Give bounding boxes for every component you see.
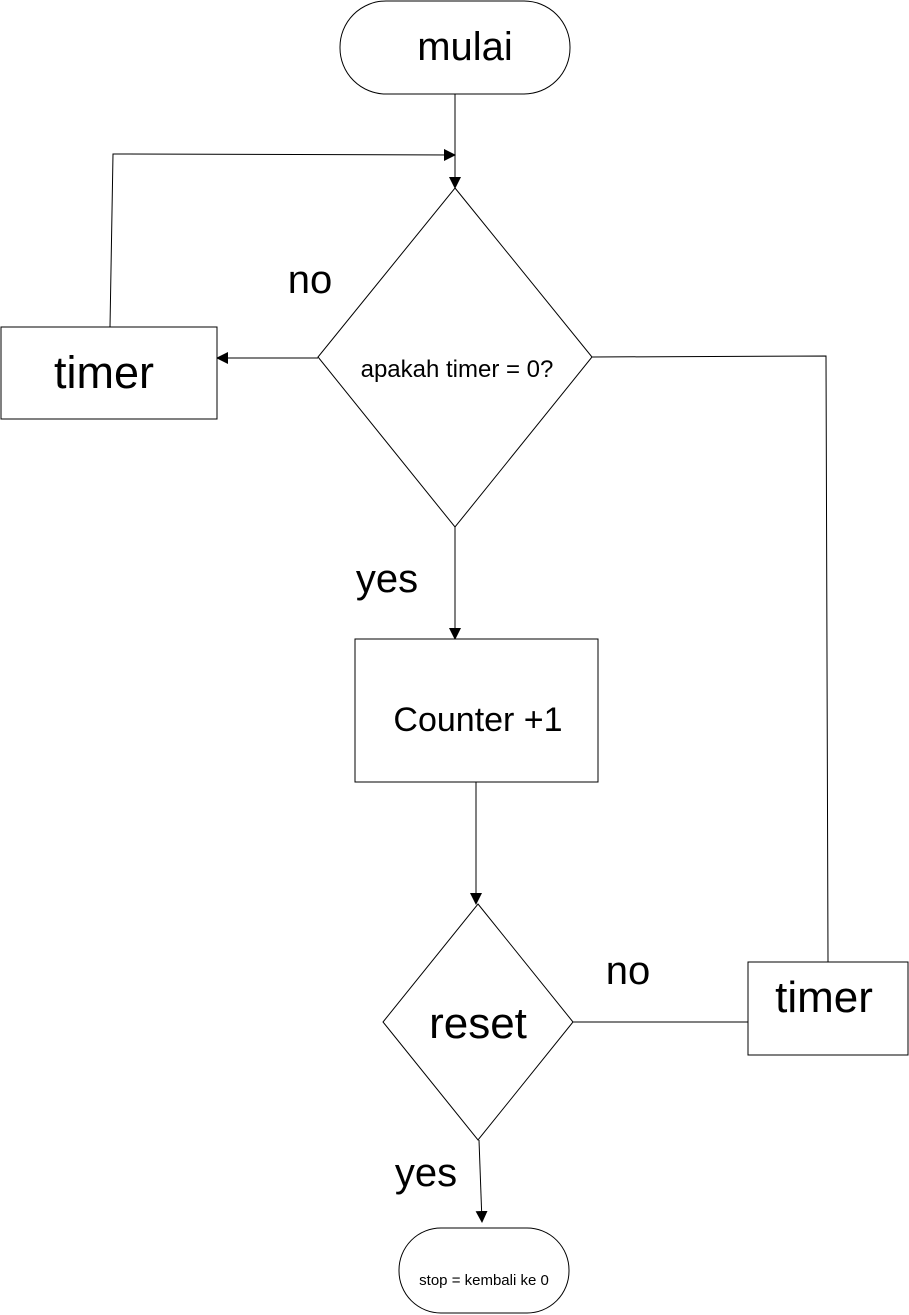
node-decision-timer: apakah timer = 0?: [317, 187, 593, 528]
decision-timer-diamond: [317, 187, 593, 528]
edge-timer-right-loop-back: [591, 355, 829, 963]
edge-label-no-top: no: [288, 258, 333, 302]
edge-decision-reset-to-stop: [475, 1139, 488, 1223]
timer-left-label: timer: [54, 347, 154, 398]
edge-label-yes-top: yes: [356, 557, 418, 601]
timer-left-box: [0, 326, 218, 420]
node-start: mulai: [339, 0, 571, 95]
edges: [109, 94, 829, 1223]
decision-timer-label: apakah timer = 0?: [361, 356, 554, 383]
edge-labels: no yes no yes: [288, 258, 651, 1195]
timer-right-box: [747, 961, 909, 1056]
decision-reset-diamond: [382, 903, 574, 1141]
stop-terminal-shape: [398, 1227, 570, 1314]
decision-reset-label: reset: [429, 999, 527, 1048]
edge-label-no-bottom: no: [606, 949, 651, 993]
node-stop: stop = kembali ke 0: [398, 1227, 570, 1314]
counter-box: [354, 638, 599, 783]
edge-timer-left-loop-back: [109, 148, 456, 328]
edge-label-yes-bottom: yes: [395, 1151, 457, 1195]
node-decision-reset: reset: [382, 903, 574, 1141]
stop-label: stop = kembali ke 0: [419, 1272, 549, 1289]
counter-label: Counter +1: [393, 701, 562, 739]
node-timer-right: timer: [747, 961, 909, 1056]
timer-right-label: timer: [775, 973, 873, 1022]
start-label: mulai: [417, 25, 513, 69]
node-counter: Counter +1: [354, 638, 599, 783]
node-timer-left: timer: [0, 326, 218, 420]
start-terminal-shape: [339, 0, 571, 95]
